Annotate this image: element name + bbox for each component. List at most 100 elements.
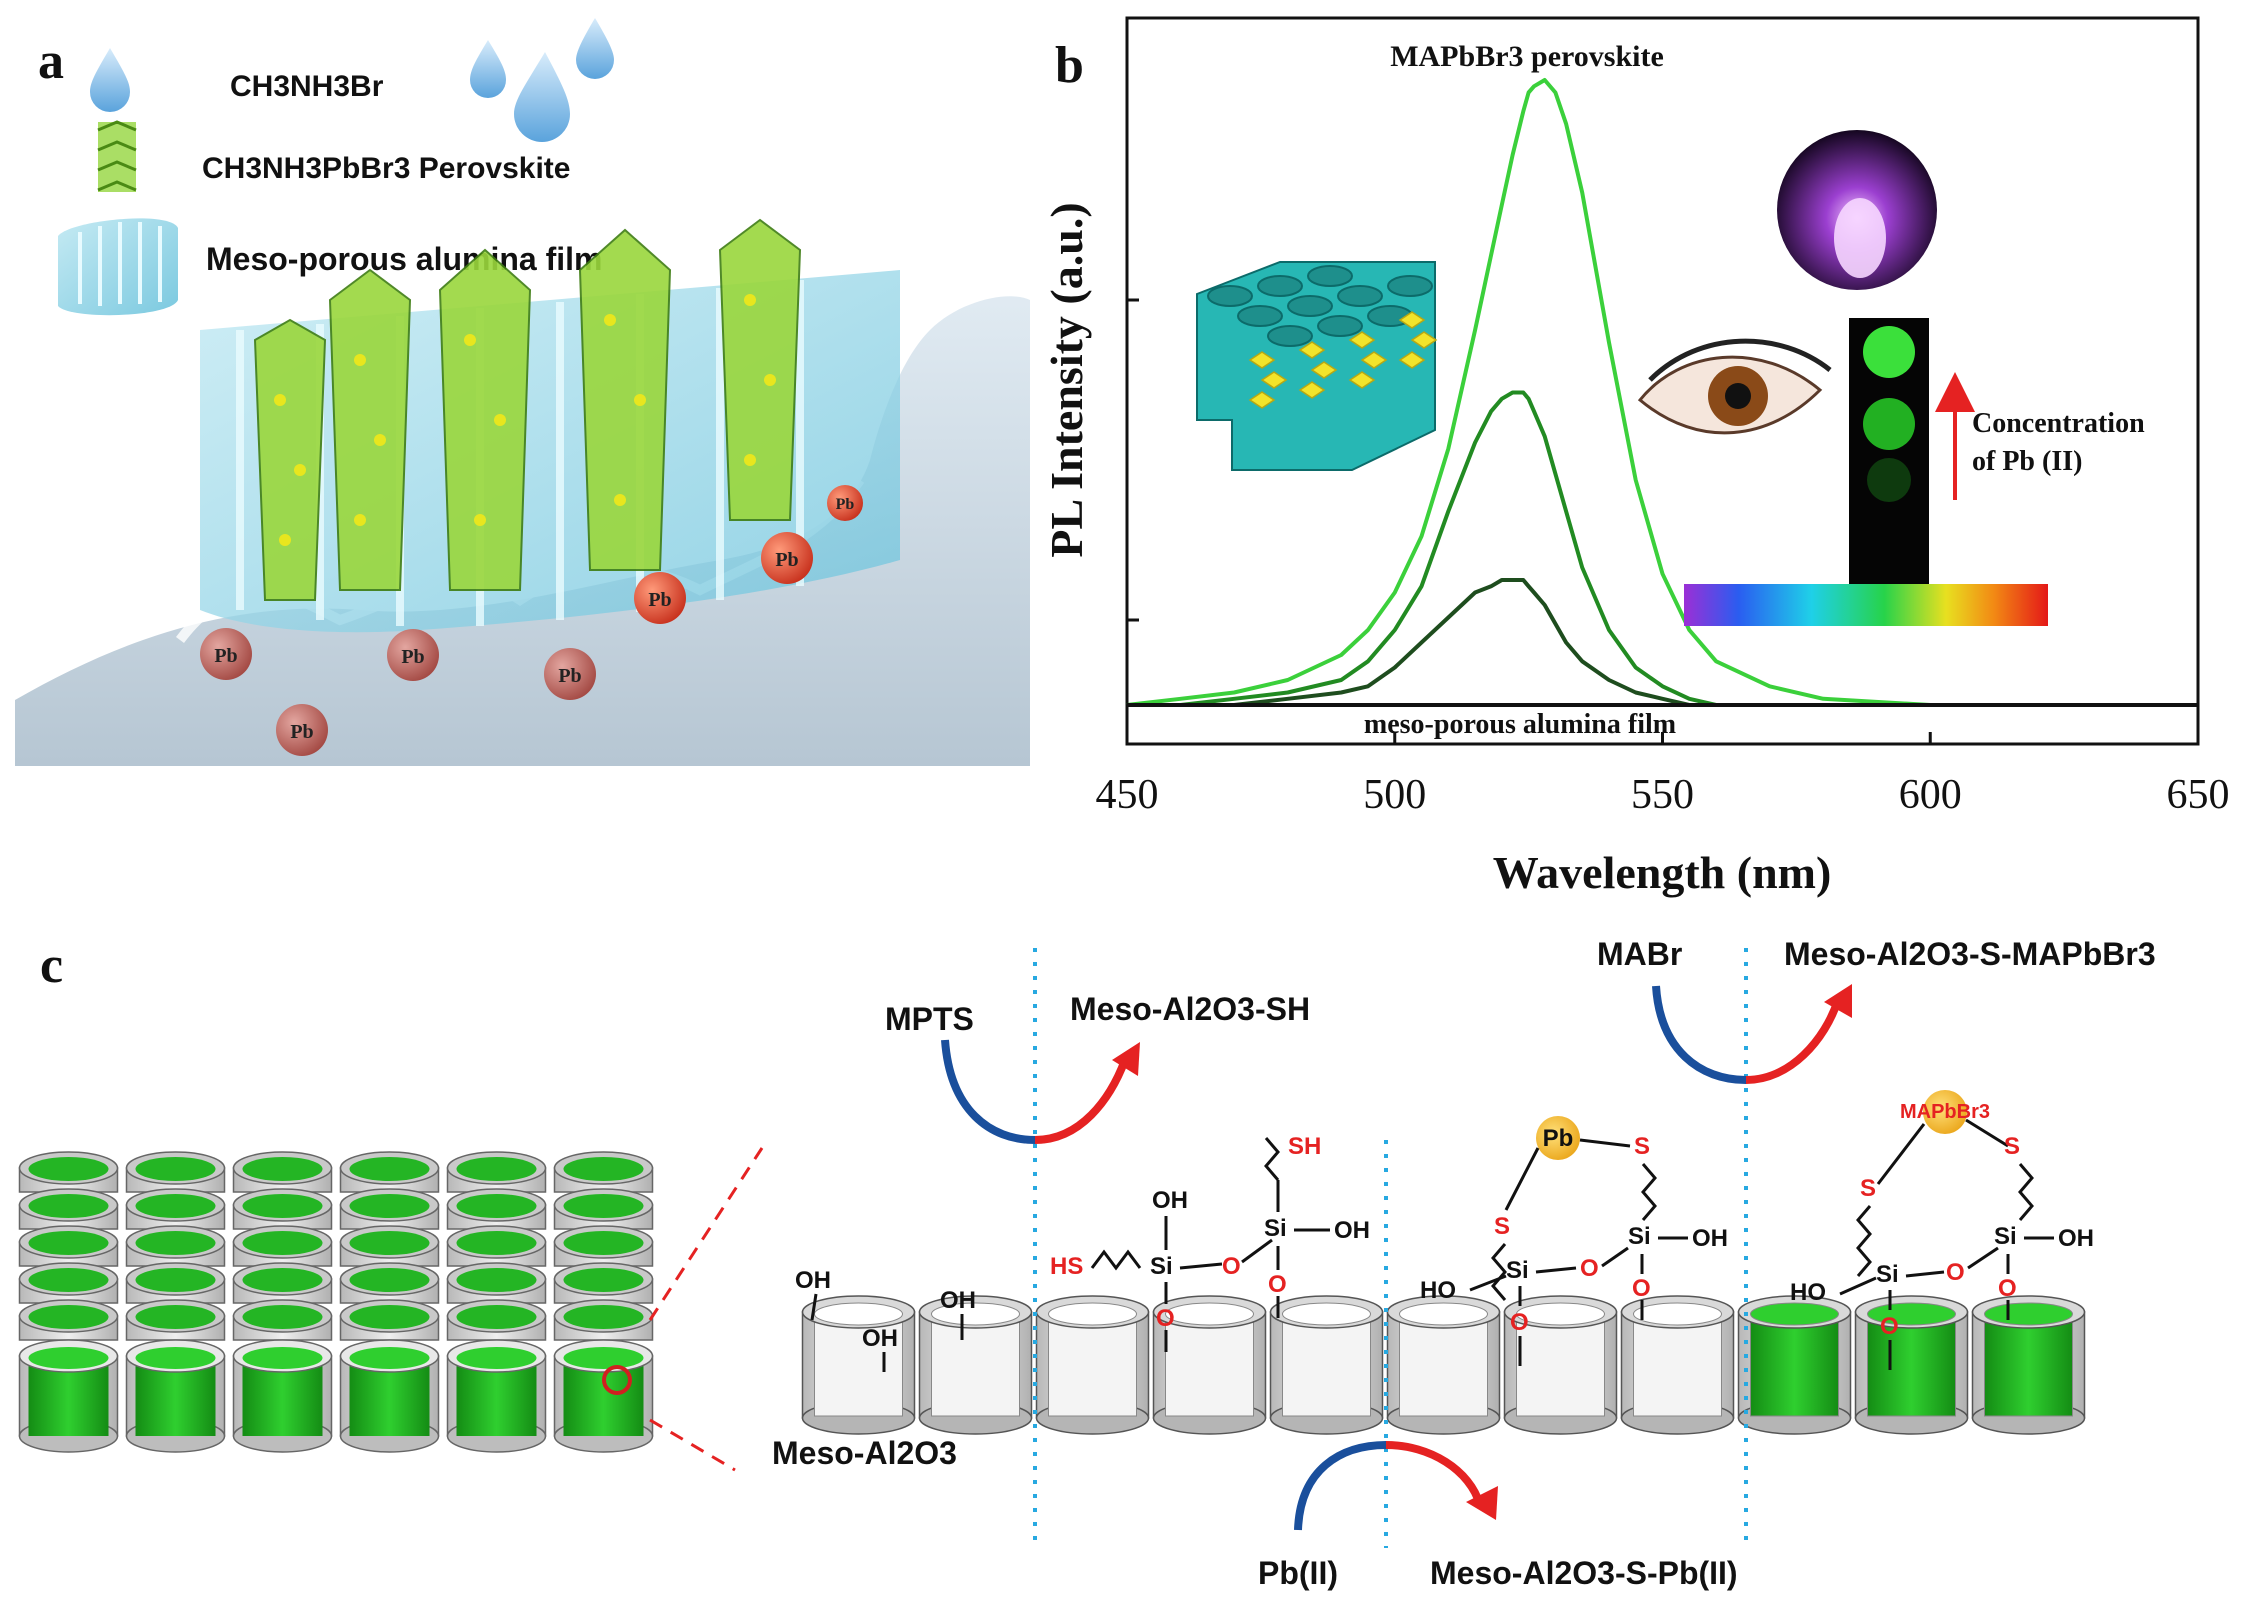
substrate-pore-inner [1048,1315,1137,1417]
panel-a: a CH3NH3Br CH3NH3PbBr3 Perovskite Meso-p… [15,18,1030,766]
step3-reagent: MABr [1597,936,1682,972]
substrate-pore-green-fill [1984,1315,2073,1417]
substrate-pore-green-fill [1750,1302,1839,1326]
pore-green-fill [28,1194,109,1218]
svg-text:OH: OH [795,1267,831,1294]
pore-green-fill [242,1305,323,1329]
hydroxyl-groups: OH OH OH [795,1267,976,1372]
droplet-icon [514,52,570,142]
legend-label-alumina: Meso-porous alumina film [206,241,602,277]
svg-text:OH: OH [1152,1187,1188,1214]
pore-green-fill [242,1231,323,1255]
svg-text:Pb: Pb [401,646,424,668]
svg-text:HS: HS [1050,1253,1083,1280]
svg-text:O: O [1510,1309,1529,1336]
pore-green-fill [242,1268,323,1292]
svg-text:Si: Si [1264,1215,1287,1242]
alumina-film-icon [58,218,178,316]
pore-green-fill [456,1268,537,1292]
pb-ion: Pb [200,628,252,680]
pore-green-fill [349,1194,430,1218]
pore-green-fill [563,1231,644,1255]
legend-label-ch3nh3br: CH3NH3Br [230,70,384,103]
pore-green-fill [135,1347,216,1369]
svg-text:S: S [1860,1175,1876,1202]
x-axis-label: Wavelength (nm) [1493,847,1832,898]
svg-text:HO: HO [1790,1279,1826,1306]
x-tick-label: 500 [1363,772,1426,818]
pore-green-fill [242,1347,323,1369]
svg-text:Pb: Pb [290,721,313,743]
pore-green-fill [135,1305,216,1329]
zoom-line [648,1147,764,1321]
substrate-pore-opening [1633,1302,1722,1326]
bottom-curve-label: meso-porous alumina film [1364,709,1676,740]
pore-green-fill [563,1268,644,1292]
chart-series-group [1126,78,2198,707]
pore-green-fill [456,1231,537,1255]
pore-green-fill [563,1347,644,1369]
svg-text:Si: Si [1994,1223,2017,1250]
pore-green-fill [135,1194,216,1218]
pore-array [18,1151,654,1453]
pore-green-fill [563,1157,644,1181]
x-tick-label: 650 [2167,772,2230,818]
pore-green-fill [28,1347,109,1369]
substrate-pore-opening [814,1302,903,1326]
pb-atom [1536,1116,1580,1160]
substrate-pore-inner [1282,1315,1371,1417]
step1-arrow [941,1039,1140,1144]
step3-arrow [1652,984,1852,1084]
pore-green-fill [349,1305,430,1329]
substrate-pore-opening [1165,1302,1254,1326]
mpts-structure: HS Si OH O Si OH SH O O [1050,1133,1370,1352]
svg-text:Si: Si [1628,1223,1651,1250]
substrate-label: Meso-Al2O3 [772,1435,957,1471]
substrate-pore-inner [1165,1315,1254,1417]
svg-text:O: O [1222,1253,1241,1280]
pb-ion: Pb [761,532,813,584]
perovskite-node [1923,1090,1967,1134]
zoom-marker [602,1365,632,1395]
pore-green-fill [349,1347,430,1369]
substrate-pore-opening [1516,1302,1605,1326]
svg-text:OH: OH [940,1287,976,1314]
color-spectrum-bar [1684,584,2048,626]
svg-text:Si: Si [1150,1253,1173,1280]
svg-text:O: O [1632,1275,1651,1302]
pore-green-fill [135,1157,216,1181]
svg-text:O: O [1580,1255,1599,1282]
pore-green-fill [563,1305,644,1329]
substrate-pore-opening [931,1302,1020,1326]
zoom-line [649,1418,736,1472]
vial-high-concentration [1863,326,1915,378]
step3-product: Meso-Al2O3-S-MAPbBr3 [1784,936,2156,972]
svg-text:S: S [1634,1133,1650,1160]
pore-green-fill [456,1305,537,1329]
svg-text:Pb: Pb [214,645,237,667]
svg-text:Pb: Pb [1543,1125,1574,1152]
panel-a-letter: a [38,33,64,90]
series-line-1 [1126,78,2198,707]
pore-green-fill [242,1157,323,1181]
pore-green-fill [456,1347,537,1369]
pore-green-fill [456,1157,537,1181]
substrate-pore-inner [814,1315,903,1417]
y-axis-label: PL Intensity (a.u.) [1041,202,1092,557]
pore-green-fill [349,1231,430,1255]
top-curve-label: MAPbBr3 perovskite [1390,40,1664,73]
substrate-pore-green-fill [1984,1302,2073,1326]
svg-text:OH: OH [1692,1225,1728,1252]
panel-b-letter: b [1055,37,1084,94]
x-tick-label: 600 [1899,772,1962,818]
perovskite-column [253,218,802,601]
water-splash [15,296,1030,766]
svg-text:O: O [1156,1305,1175,1332]
svg-text:S: S [2004,1133,2020,1160]
pore-green-fill [28,1305,109,1329]
pb-ion: Pb [827,485,863,521]
droplet-icon [90,48,130,112]
uv-glow [1834,198,1886,278]
pb-ion: Pb [634,572,686,624]
